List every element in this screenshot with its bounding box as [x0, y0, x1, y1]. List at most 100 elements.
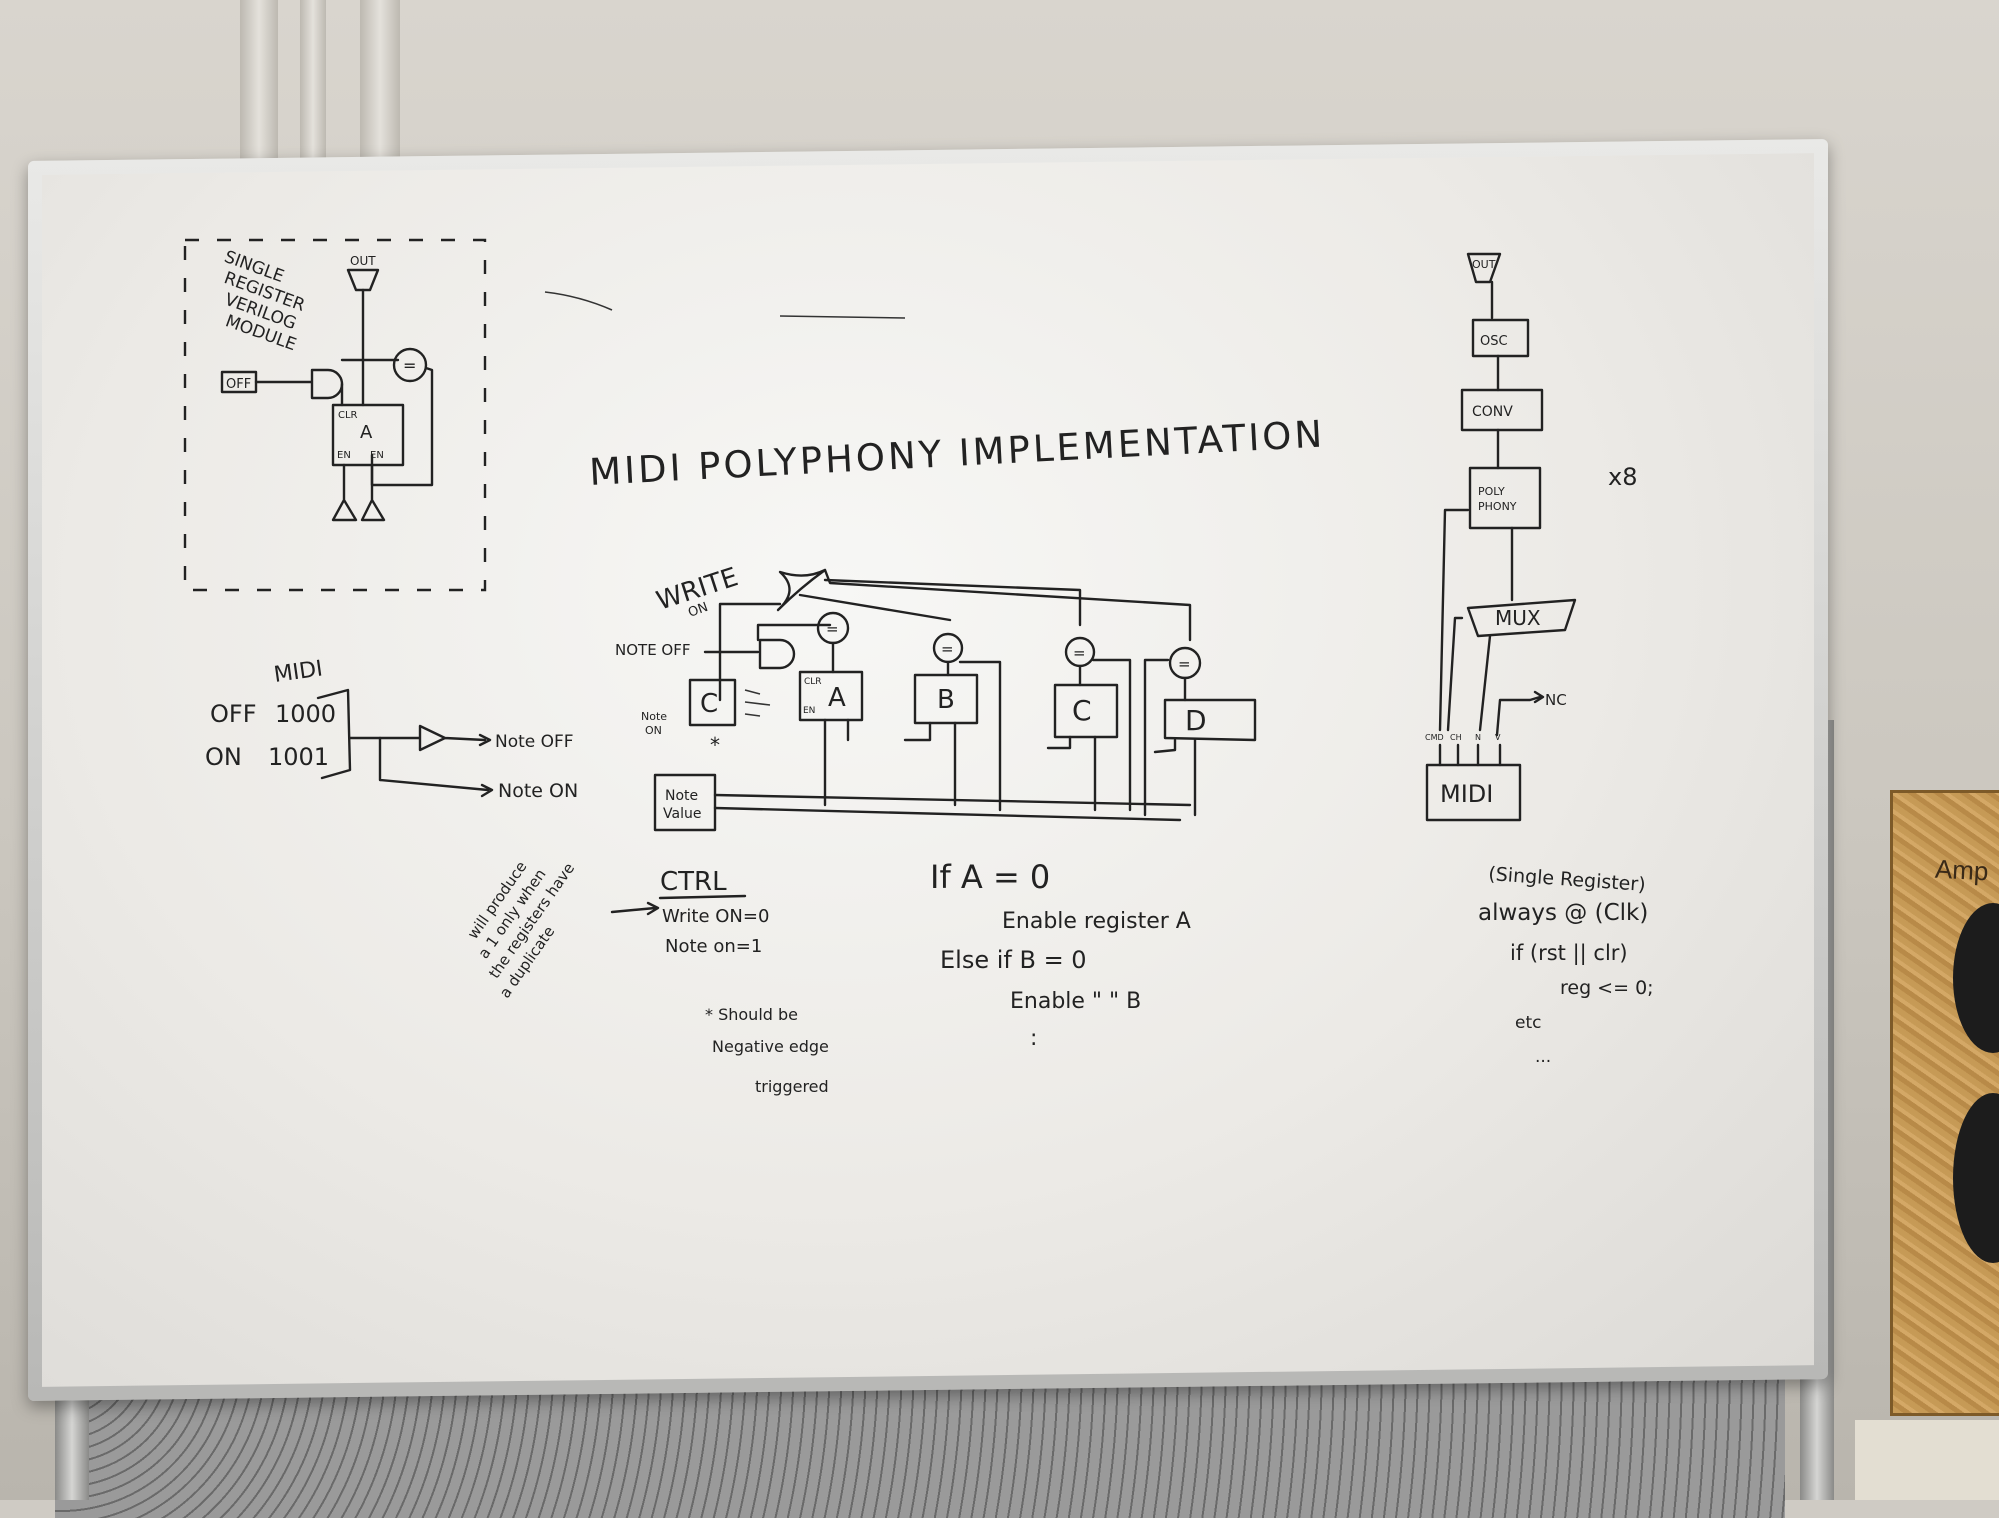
- wire: [823, 578, 1082, 627]
- register-d-label: D: [1185, 704, 1207, 737]
- osc-box: [1471, 318, 1530, 358]
- module-dashed-border: [183, 238, 487, 592]
- stray-mark: [544, 291, 613, 311]
- register-c: [1053, 683, 1119, 739]
- reg-d-wires: [1143, 658, 1197, 817]
- pin-v: V: [1495, 733, 1501, 742]
- note-on-input-1: Note: [641, 710, 667, 723]
- ctrl-block-label: C: [700, 689, 718, 719]
- pin-cmd: CMD: [1425, 733, 1444, 742]
- en-left-label: EN: [337, 450, 351, 461]
- diagram-title: MIDI POLYPHONY IMPLEMENTATION: [588, 412, 1326, 493]
- polyphony-box: [1468, 466, 1542, 530]
- right-signal-chain: OUT OSC CONV POLY PHONY x8 MUX NC CMD CH…: [1425, 252, 1637, 822]
- verilog-line-4: reg <= 0;: [1560, 977, 1654, 999]
- register-a-box: [331, 403, 405, 467]
- pseudo-line-5: :: [1030, 1026, 1037, 1051]
- verilog-note: (Single Register) always @ (Clk) if (rst…: [1478, 863, 1654, 1067]
- pseudo-line-1: If A = 0: [930, 858, 1050, 896]
- out-pin-shape: [346, 268, 380, 292]
- pin-n: N: [1475, 733, 1481, 742]
- stray-mark: [779, 315, 906, 319]
- footnote-3: triggered: [755, 1077, 829, 1096]
- register-d: [1163, 698, 1257, 742]
- note-on-input-2: ON: [645, 724, 662, 737]
- ctrl-arrow: [610, 901, 660, 916]
- reg-c-wires: [1046, 658, 1132, 812]
- note-value-label-1: Note: [665, 788, 698, 804]
- write-sub-label: ON: [686, 600, 710, 621]
- comparator-d-eq: =: [1178, 655, 1191, 673]
- reg-a-en: EN: [803, 706, 815, 716]
- register-b: [913, 673, 979, 725]
- pseudo-line-3: Else if B = 0: [940, 946, 1087, 974]
- midi-box: [1425, 763, 1522, 822]
- wire: [823, 568, 1192, 642]
- note-off-input: NOTE OFF: [615, 641, 691, 659]
- ctrl-note: will produce a 1 only when the registers…: [464, 858, 829, 1096]
- footnote-1: * Should be: [705, 1005, 798, 1024]
- out-pin: [1466, 252, 1502, 284]
- register-a-label: A: [360, 422, 373, 443]
- verilog-line-3: if (rst || clr): [1510, 941, 1628, 966]
- mux-wires: [1438, 508, 1492, 732]
- mux-trapezoid: [1466, 598, 1577, 638]
- off-label: OFF: [226, 377, 251, 392]
- pseudocode: If A = 0 Enable register A Else if B = 0…: [930, 858, 1191, 1051]
- register-b-label: B: [937, 685, 955, 715]
- comparator-circle: [392, 347, 428, 383]
- nc-label: NC: [1545, 691, 1567, 709]
- comparator-b-eq: =: [941, 640, 954, 658]
- pseudo-line-2: Enable register A: [1002, 909, 1191, 934]
- note-on-output: Note ON: [498, 780, 578, 802]
- eq-label: =: [403, 356, 416, 375]
- on-row-label: ON: [205, 743, 242, 771]
- register-a: [798, 670, 864, 722]
- times-eight: x8: [1608, 463, 1637, 491]
- footnote-2: Negative edge: [712, 1037, 829, 1056]
- and-gate: [703, 638, 796, 670]
- comparator-c-eq: =: [1073, 644, 1086, 662]
- ctrl-outputs: [744, 689, 771, 717]
- cart: [1855, 1420, 1999, 1500]
- comparator-a-eq: =: [826, 620, 839, 638]
- ctrl-asterisk: *: [710, 733, 720, 757]
- note-value-bus: [713, 793, 1192, 822]
- wire: [756, 623, 832, 642]
- midi-pins: [1438, 743, 1502, 767]
- pin-ch: CH: [1450, 733, 1462, 742]
- and-gate: [254, 368, 344, 400]
- wire: [718, 602, 782, 702]
- off-row-label: OFF: [210, 700, 257, 728]
- arrow-head: [480, 783, 494, 798]
- ctrl-line-2: Note on=1: [665, 936, 762, 957]
- ctrl-line-1: Write ON=0: [662, 906, 769, 927]
- midi-decode: MIDI OFF 1000 ON 1001 Note OFF Note ON: [205, 656, 578, 802]
- clr-label: CLR: [338, 410, 358, 421]
- poly-label-2: PHONY: [1478, 500, 1517, 513]
- enable-inputs: [331, 463, 386, 522]
- on-bits: 1001: [268, 743, 329, 771]
- wire: [340, 358, 400, 407]
- register-a-label: A: [828, 683, 846, 713]
- conv-box: [1460, 388, 1544, 432]
- note-value-box: [653, 773, 717, 832]
- verilog-line-5: etc: [1515, 1013, 1541, 1033]
- inverter-path: [348, 724, 487, 752]
- chain-out-label: OUT: [1472, 258, 1496, 271]
- verilog-line-2: always @ (Clk): [1478, 900, 1648, 926]
- or-gate: [776, 568, 827, 612]
- module-out-label: OUT: [350, 254, 376, 268]
- ctrl-underline: [658, 894, 747, 900]
- osc-label: OSC: [1480, 334, 1508, 349]
- midi-box-label: MIDI: [1440, 780, 1493, 808]
- reg-a-clr: CLR: [804, 677, 822, 687]
- poly-label-1: POLY: [1478, 485, 1505, 498]
- off-bits: 1000: [275, 700, 336, 728]
- register-c-label: C: [1072, 694, 1092, 727]
- single-register-module: SINGLE REGISTER VERILOG MODULE OUT OFF =…: [183, 238, 487, 592]
- mux-label: MUX: [1495, 606, 1541, 630]
- pseudo-line-4: Enable " " B: [1010, 989, 1141, 1014]
- ctrl-heading: CTRL: [660, 867, 727, 897]
